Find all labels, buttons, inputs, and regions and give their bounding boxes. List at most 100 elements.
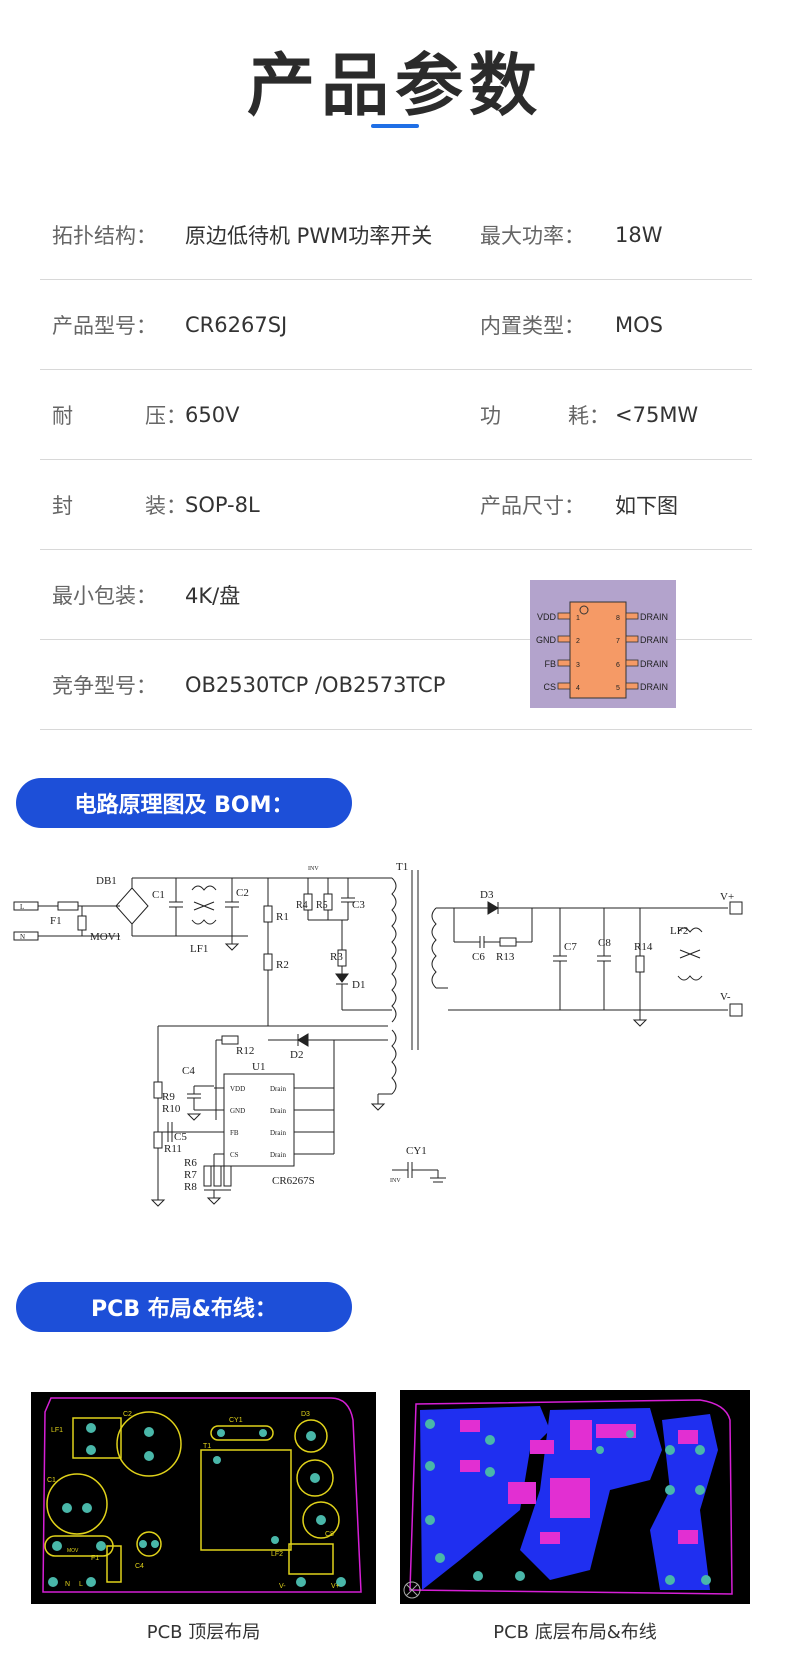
schem-pin: FB [230,1129,239,1137]
pcb-label: D3 [301,1411,310,1418]
pcb-top-layer-image: LF1 C2 CY1 D3 T1 C1 C4 F1 MOV N L LF2 C8… [31,1392,376,1604]
pcb-label: N [65,1581,70,1588]
schem-label: DB1 [96,875,117,887]
spec-value: 4K/盘 [185,583,241,608]
pcb-label: LF1 [51,1427,63,1434]
pin-number: 2 [576,638,580,645]
pin-number: 4 [576,685,580,692]
spec-label: 最大功率： [480,223,585,248]
spec-label: 内置类型： [480,313,585,338]
spec-label-part: 耗： [568,403,610,428]
schem-label: C5 [174,1131,187,1143]
pin-number: 3 [576,662,580,669]
circuit-schematic: L N F1 MOV1 DB1 C1 LF1 C2 R1 R2 INV R4 R… [13,861,743,1207]
pcb-label: L [79,1581,83,1588]
spec-label: 产品尺寸： [480,493,585,518]
schem-label: MOV1 [90,931,121,943]
pin-number: 6 [616,662,620,669]
schem-pin: GND [230,1107,245,1115]
pcb-bottom-caption: PCB 底层布局&布线 [493,1622,657,1643]
spec-value: 650V [185,402,240,427]
spec-label: 最小包装： [52,583,157,608]
spec-value: SOP-8L [185,492,260,517]
pcb-top-svg: LF1 C2 CY1 D3 T1 C1 C4 F1 MOV N L LF2 C8… [42,1397,362,1593]
schem-label: R2 [276,959,289,971]
schem-label: C3 [352,899,365,911]
schem-label: R3 [330,951,343,963]
pin-label: DRAIN [640,659,668,669]
pcb-label: LF2 [271,1551,283,1558]
pin-label: FB [544,659,556,669]
pcb-label: C4 [135,1563,144,1570]
spec-row: 拓扑结构： 原边低待机 PWM功率开关 最大功率： 18W [40,190,752,280]
pcb-top-caption: PCB 顶层布局 [146,1622,261,1643]
spec-label: 竞争型号： [52,673,157,698]
spec-value: 原边低待机 PWM功率开关 [185,223,433,248]
spec-table: 拓扑结构： 原边低待机 PWM功率开关 最大功率： 18W 产品型号： CR62… [40,190,752,730]
spec-value: 如下图 [615,493,678,518]
schem-label: INV [390,1178,401,1184]
spec-row: 产品型号： CR6267SJ 内置类型： MOS [40,280,752,370]
spec-value: 18W [615,222,663,247]
spec-label-part: 耐 [52,403,73,428]
schem-label: R9 [162,1091,175,1103]
pin-label: CS [543,682,556,692]
plug-terminal-n [13,931,39,941]
schem-label: R1 [276,911,289,923]
schem-label: R14 [634,941,653,953]
pcb-label: F1 [91,1555,99,1562]
pin-label: GND [536,635,557,645]
schem-label: R10 [162,1103,181,1115]
schem-label: U1 [252,1061,265,1073]
pcb-label: T1 [203,1443,211,1450]
pin-label: VDD [537,612,557,622]
spec-value: <75MW [615,402,699,427]
pin-number: 7 [616,638,620,645]
pcb-label: C1 [47,1477,56,1484]
schem-label: R13 [496,951,515,963]
spec-label: 功 耗： [480,370,610,459]
schem-label: CY1 [406,1145,427,1157]
schem-label: L [20,903,24,911]
schem-label: LF2 [670,925,688,937]
pcb-label: C2 [123,1411,132,1418]
spec-label-part: 压： [145,403,187,428]
chip-left-pins: VDD GND FB CS 1 2 3 4 [536,612,580,692]
pin-number: 1 [576,615,580,622]
schem-label: C6 [472,951,485,963]
spec-value: CR6267SJ [185,312,288,337]
schem-label: C4 [182,1065,195,1077]
spec-value: MOS [615,312,663,337]
schem-pin: Drain [270,1085,286,1093]
pin-number: 5 [616,685,620,692]
schem-label: D2 [290,1049,303,1061]
chip-pinout-svg: VDD GND FB CS 1 2 3 4 DRAIN DRAIN DRAIN … [536,601,668,699]
section-heading-pcb: PCB 布局&布线： [16,1282,352,1332]
schem-label: R5 [316,900,328,911]
title-underline [371,124,419,128]
page-title: 产品参数 [246,47,543,126]
spec-row: 最小包装： 4K/盘 [40,550,752,640]
pcb-label: V- [279,1583,286,1590]
pin-number: 8 [616,615,620,622]
chip-pinout-image: VDD GND FB CS 1 2 3 4 DRAIN DRAIN DRAIN … [530,580,676,708]
schem-label: CR6267S [272,1175,315,1187]
pcb-bottom-layer-image [400,1390,750,1604]
spec-row: 竞争型号： OB2530TCP /OB2573TCP [40,640,752,730]
spec-label-part: 功 [480,403,501,428]
schem-label: N [20,933,25,941]
schem-label: C1 [152,889,165,901]
pin-label: DRAIN [640,612,668,622]
schem-label: V+ [720,891,734,903]
schem-label: C7 [564,941,577,953]
spec-label: 耐 压： [52,370,187,459]
plug-terminal-l [13,901,39,911]
spec-label-part: 装： [145,493,187,518]
section-heading-schematic: 电路原理图及 BOM： [16,778,352,828]
schem-label: R4 [296,900,308,911]
spec-row: 封 装： SOP-8L 产品尺寸： 如下图 [40,460,752,550]
schem-label: R7 [184,1169,197,1181]
schem-pin: Drain [270,1151,286,1159]
schem-label: INV [308,866,319,872]
schem-pin: CS [230,1151,239,1159]
